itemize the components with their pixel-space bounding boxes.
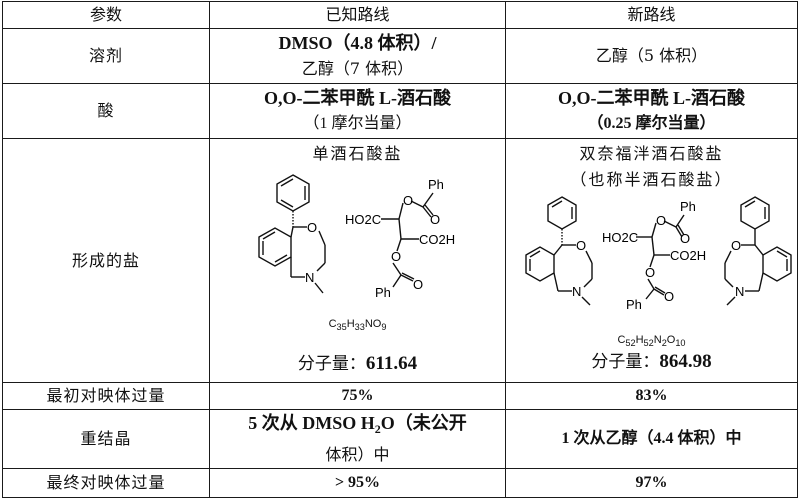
svg-text:O: O — [413, 277, 423, 292]
monotartrate-structure-diagram: O N HO2C CO2H O Ph O O Ph O — [257, 174, 455, 300]
salt-known-formula: C35H33NO9 — [328, 318, 387, 333]
salt-new-formula: C52H52N2O10 — [617, 334, 686, 349]
cell-final-ee-new: 97% — [505, 468, 798, 498]
label-salt: 形成的盐 — [2, 138, 210, 383]
svg-text:N: N — [735, 284, 744, 299]
row-solvent: 溶剂 DMSO（4.8 体积）/ 乙醇（7 体积） 乙醇（5 体积） — [2, 28, 798, 84]
svg-text:Ph: Ph — [680, 199, 696, 214]
row-initial-ee: 最初对映体过量 75% 83% — [2, 382, 798, 410]
header-new-route: 新路线 — [505, 1, 798, 29]
svg-text:CO2H: CO2H — [419, 232, 455, 247]
label-final-ee: 最终对映体过量 — [2, 468, 210, 498]
cell-salt-known: 单酒石酸盐 — [209, 138, 506, 383]
row-acid: 酸 O,O-二苯甲酰 L-酒石酸 （1 摩尔当量） O,O-二苯甲酰 L-酒石酸… — [2, 83, 798, 139]
label-recrystallization: 重结晶 — [2, 408, 210, 470]
row-salt: 形成的盐 单酒石酸盐 — [2, 138, 798, 383]
header-row: 参数 已知路线 新路线 — [2, 1, 798, 29]
cell-initial-ee-new: 83% — [505, 382, 798, 410]
hemitartrate-structure-diagram: O N HO2C CO2H O Ph O O Ph O O N — [525, 196, 792, 312]
svg-text:O: O — [656, 213, 666, 228]
solvent-known-line1: DMSO（4.8 体积）/ — [278, 33, 437, 53]
salt-known-name: 单酒石酸盐 — [312, 144, 403, 163]
cell-final-ee-known: > 95% — [209, 468, 506, 498]
cell-acid-new: O,O-二苯甲酰 L-酒石酸 （0.25 摩尔当量） — [505, 83, 798, 139]
oxygen-label: O — [307, 220, 317, 235]
svg-text:O: O — [576, 238, 586, 253]
cell-recrystallization-new: 1 次从乙醇（4.4 体积）中 — [505, 408, 798, 470]
svg-text:Ph: Ph — [428, 177, 444, 192]
header-parameter: 参数 — [2, 1, 210, 29]
label-initial-ee: 最初对映体过量 — [2, 382, 210, 410]
acid-new-line1: O,O-二苯甲酰 L-酒石酸 — [558, 88, 745, 108]
cell-solvent-new: 乙醇（5 体积） — [505, 28, 798, 84]
row-recrystallization: 重结晶 5 次从 DMSO H2O（未公开 体积）中 1 次从乙醇（4.4 体积… — [2, 408, 798, 470]
svg-text:O: O — [664, 289, 674, 304]
cell-acid-known: O,O-二苯甲酰 L-酒石酸 （1 摩尔当量） — [209, 83, 506, 139]
svg-text:O: O — [680, 231, 690, 246]
svg-text:Ph: Ph — [375, 285, 391, 300]
salt-new-name-line2: （也称半酒石酸盐） — [570, 170, 733, 189]
svg-text:O: O — [403, 193, 413, 208]
svg-text:CO2H: CO2H — [670, 248, 706, 263]
cell-recrystallization-known: 5 次从 DMSO H2O（未公开 体积）中 — [209, 408, 506, 470]
cell-initial-ee-known: 75% — [209, 382, 506, 410]
label-acid: 酸 — [2, 83, 210, 139]
salt-new-name-line1: 双奈福泮酒石酸盐 — [579, 144, 724, 163]
acid-new-line2: （0.25 摩尔当量） — [587, 115, 716, 132]
recrystallization-known-line1: 5 次从 DMSO H2O（未公开 — [248, 413, 467, 437]
row-final-ee: 最终对映体过量 > 95% 97% — [2, 468, 798, 498]
acid-known-line1: O,O-二苯甲酰 L-酒石酸 — [264, 88, 451, 108]
salt-known-molecular-weight: 分子量：611.64 — [297, 353, 418, 375]
nitrogen-label: N — [305, 270, 314, 285]
cell-solvent-known: DMSO（4.8 体积）/ 乙醇（7 体积） — [209, 28, 506, 84]
header-known-route: 已知路线 — [209, 1, 506, 29]
acid-known-line2: （1 摩尔当量） — [303, 115, 412, 132]
svg-text:HO2C: HO2C — [602, 230, 638, 245]
svg-text:Ph: Ph — [626, 297, 642, 312]
label-solvent: 溶剂 — [2, 28, 210, 84]
svg-text:HO2C: HO2C — [345, 212, 381, 227]
svg-text:N: N — [572, 284, 581, 299]
svg-text:O: O — [645, 265, 655, 280]
recrystallization-known-line2: 体积）中 — [325, 445, 390, 465]
svg-text:O: O — [430, 212, 440, 227]
solvent-known-line2: 乙醇（7 体积） — [301, 59, 414, 78]
svg-text:O: O — [391, 249, 401, 264]
cell-salt-new: 双奈福泮酒石酸盐 （也称半酒石酸盐） — [505, 138, 798, 383]
svg-text:O: O — [731, 238, 741, 253]
salt-new-molecular-weight: 分子量：864.98 — [591, 351, 712, 373]
